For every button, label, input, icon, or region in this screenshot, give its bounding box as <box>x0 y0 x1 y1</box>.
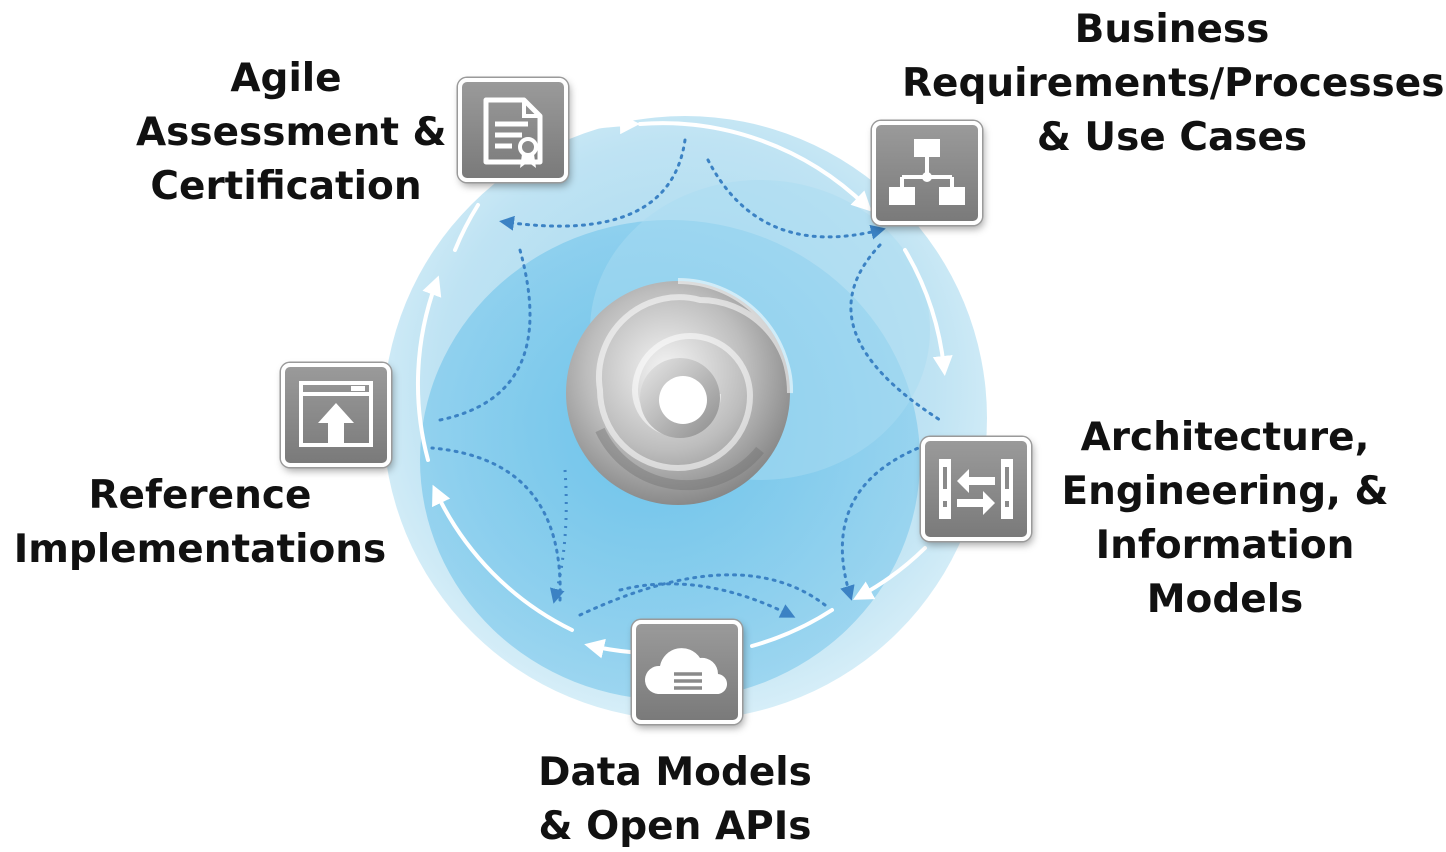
label-line: Business <box>1074 7 1270 52</box>
label-line: Assessment & <box>136 110 447 155</box>
dotted-arrows <box>430 138 942 618</box>
label-line: Engineering, & <box>1061 469 1389 514</box>
exchange-arrows-icon <box>921 437 1031 541</box>
cycle-arrows <box>416 114 953 659</box>
label-line: & Use Cases <box>1036 115 1308 160</box>
cloud-icon <box>632 620 742 724</box>
label-line: Information <box>1095 523 1355 568</box>
label-line: Models <box>1146 577 1304 622</box>
label-data-models: Data Models & Open APIs <box>510 746 840 852</box>
label-business-requirements: Business Requirements/Processes & Use Ca… <box>902 3 1445 165</box>
label-line: Requirements/Processes <box>902 61 1445 106</box>
upload-window-icon <box>281 363 391 467</box>
swirl-logo-icon <box>566 278 794 505</box>
label-line: Agile <box>230 56 342 101</box>
label-line: Implementations <box>13 527 387 572</box>
label-line: & Open APIs <box>538 804 812 849</box>
label-reference-implementations: Reference Implementations <box>10 469 390 577</box>
certificate-document-icon <box>458 78 568 182</box>
label-line: Reference <box>88 473 312 518</box>
process-flowchart-icon <box>872 121 982 225</box>
label-line: Certification <box>150 164 422 209</box>
label-line: Data Models <box>538 750 812 795</box>
label-architecture-engineering: Architecture, Engineering, & Information… <box>1060 411 1390 627</box>
label-agile-assessment: Agile Assessment & Certification <box>136 52 447 214</box>
label-line: Architecture, <box>1080 415 1370 460</box>
